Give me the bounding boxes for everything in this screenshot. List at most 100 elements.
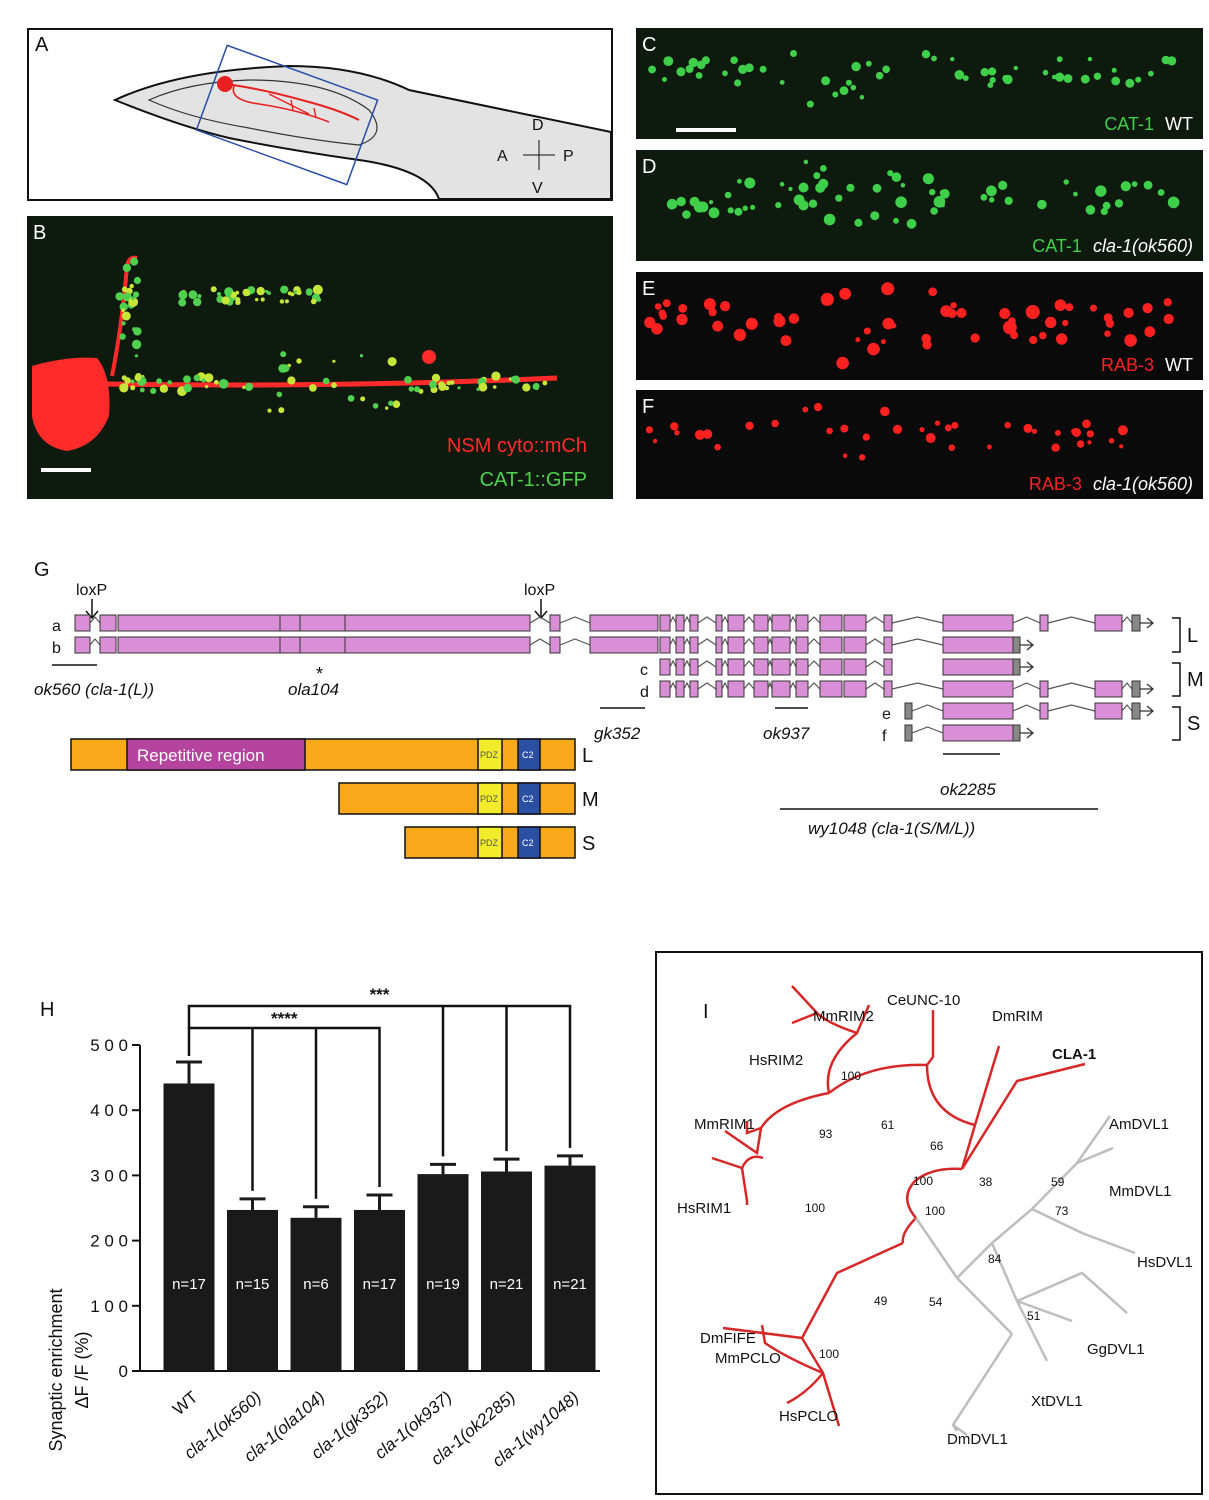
intron — [89, 616, 101, 624]
taxon-label: HsRIM2 — [749, 1052, 803, 1069]
allele-ok2285: ok2285 — [940, 780, 996, 799]
punctum — [256, 286, 265, 296]
punctum — [449, 380, 455, 385]
exon — [753, 614, 769, 632]
punctum — [928, 287, 937, 296]
punctum — [678, 304, 688, 313]
punctum — [779, 181, 785, 187]
punctum — [115, 292, 124, 301]
protein-label-m: M — [582, 789, 599, 811]
bootstrap-value: 100 — [925, 1204, 945, 1218]
pdz-label-s: PDZ — [480, 838, 499, 848]
punctum — [1008, 317, 1016, 325]
intron — [529, 638, 551, 646]
punctum — [242, 288, 251, 297]
intron — [89, 638, 101, 646]
intron — [891, 638, 944, 646]
n-label: n=17 — [363, 1276, 397, 1293]
punctum — [265, 289, 269, 294]
punctum — [1111, 67, 1117, 73]
punctum — [956, 308, 967, 318]
punctum — [310, 298, 317, 305]
punctum — [347, 395, 355, 402]
intron — [529, 616, 551, 624]
punctum — [745, 421, 754, 430]
punctum — [892, 424, 903, 434]
isoform-b: b — [52, 640, 61, 657]
punctum — [1071, 428, 1078, 435]
punctum — [224, 289, 232, 297]
punctum — [744, 177, 756, 189]
punctum — [121, 286, 128, 293]
punctum — [230, 291, 237, 299]
punctum — [134, 354, 138, 358]
punctum — [780, 335, 792, 346]
panel-a-label: A — [35, 34, 49, 56]
panel-d: D CAT-1 cla-1(ok560) — [636, 150, 1203, 261]
punctum — [808, 199, 818, 208]
nsm-branch-2 — [268, 93, 317, 119]
punctum — [491, 371, 501, 381]
exon — [549, 614, 561, 632]
taxon-label: MmDVL1 — [1109, 1183, 1172, 1200]
punctum — [279, 299, 285, 304]
exon — [843, 636, 867, 654]
bootstrap-value: 73 — [1055, 1204, 1069, 1218]
punctum — [183, 375, 191, 384]
worm-head-diagram: D A P V — [112, 44, 611, 199]
panel-g-label: G — [34, 559, 50, 581]
punctum — [429, 380, 437, 389]
panel-d-caption: CAT-1 cla-1(ok560) — [1032, 236, 1193, 257]
punctum — [742, 205, 748, 211]
punctum — [1056, 333, 1068, 345]
marker: CAT-1 — [1104, 114, 1154, 134]
punctum — [167, 380, 172, 385]
y-tick-label: 5 0 0 — [90, 1036, 128, 1055]
punctum — [201, 378, 206, 383]
punctum — [150, 387, 157, 394]
intron — [789, 659, 797, 668]
n-label: n=21 — [553, 1276, 587, 1293]
punctum — [522, 383, 531, 392]
punctum — [1010, 331, 1019, 340]
punctum — [865, 60, 872, 67]
intron — [1012, 682, 1041, 690]
punctum — [733, 328, 747, 342]
punctum — [210, 286, 217, 293]
punctum — [775, 202, 782, 209]
transcript-end-arrow — [1140, 705, 1155, 717]
protein-label-l: L — [582, 745, 593, 767]
punctum — [287, 291, 292, 296]
intron — [721, 637, 729, 646]
punctum — [727, 207, 734, 214]
intron — [743, 660, 755, 668]
transcript-end-arrow — [1140, 617, 1155, 629]
punctum — [309, 384, 317, 392]
taxon-label: MmRIM1 — [694, 1116, 755, 1133]
exon — [942, 614, 1014, 632]
exon — [589, 614, 659, 632]
punctum — [360, 396, 366, 402]
transcript-end-arrow — [1020, 661, 1035, 673]
group-s: S — [1187, 713, 1200, 735]
marker: RAB-3 — [1100, 355, 1154, 375]
punctum — [900, 183, 906, 188]
punctum — [867, 342, 880, 356]
punctum — [372, 403, 379, 409]
punctum — [217, 292, 221, 296]
punctum — [802, 406, 809, 413]
punctum — [709, 200, 714, 205]
punctum — [478, 382, 488, 392]
punctum — [1063, 74, 1073, 83]
intron — [683, 659, 691, 668]
punctum — [840, 424, 849, 433]
exon — [689, 680, 699, 698]
bootstrap-value: 100 — [819, 1347, 839, 1361]
punctum — [457, 386, 461, 390]
panel-e-label: E — [642, 278, 656, 300]
punctum — [1131, 181, 1138, 187]
punctum — [930, 207, 938, 215]
punctum — [1031, 428, 1038, 434]
intron — [559, 616, 591, 624]
intron — [669, 615, 677, 624]
